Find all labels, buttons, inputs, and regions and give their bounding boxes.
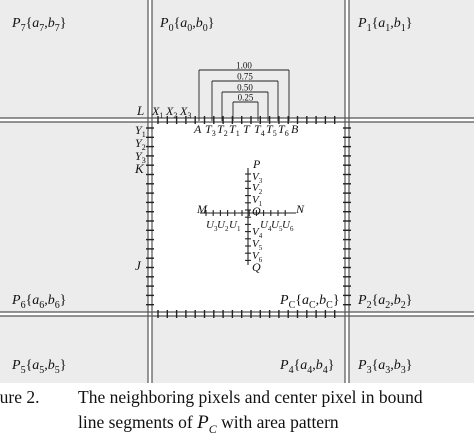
point-N: N xyxy=(295,202,305,216)
cell-p5-bg xyxy=(0,316,148,383)
point-u-right-1: U5 xyxy=(271,219,283,233)
point-v-upper-1: V2 xyxy=(252,182,263,196)
caption-text-1: The neighboring pixels and center pixel … xyxy=(78,387,423,407)
point-y3: Y3 xyxy=(135,149,146,165)
point-row-3: T1 xyxy=(229,122,240,138)
grid-lines xyxy=(0,0,474,383)
point-u-left-1: U2 xyxy=(217,219,229,233)
cell-p0-bg xyxy=(152,0,345,118)
cell-p7-bg xyxy=(0,0,148,118)
caption-text-2: line segments of xyxy=(78,412,193,432)
cell-p6-bg xyxy=(0,122,148,312)
pixel-label-p3: P3{a3,b3} xyxy=(357,358,413,376)
point-u-left-2: U1 xyxy=(229,219,241,233)
caption-figure-number: igure 2. xyxy=(0,387,40,407)
point-x1: X1 xyxy=(151,104,163,120)
cell-p2-bg xyxy=(349,122,474,312)
point-row-2: T2 xyxy=(217,122,228,138)
point-y2: Y2 xyxy=(135,136,146,152)
point-v-lower-0: V4 xyxy=(252,226,263,240)
dimension-label: 0.50 xyxy=(237,83,253,93)
cell-p1-bg xyxy=(349,0,474,118)
center-cross xyxy=(200,168,296,265)
pixel-label-p6: P6{a6,b6} xyxy=(11,293,67,311)
point-v-lower-2: V6 xyxy=(252,250,263,264)
caption-line-2: line segments of PC with area pattern xyxy=(78,412,339,437)
point-row-0: A xyxy=(193,122,202,136)
point-row-5: T4 xyxy=(254,122,265,138)
point-v-upper-0: V3 xyxy=(252,171,263,185)
dimension-brackets: 1.000.750.500.25 xyxy=(198,61,290,121)
point-row-7: T6 xyxy=(278,122,289,138)
point-v-upper-2: V1 xyxy=(252,194,263,208)
pixel-label-p2: P2{a2,b2} xyxy=(357,293,413,311)
point-row-8: B xyxy=(291,122,299,136)
point-u-left-0: U3 xyxy=(206,219,218,233)
boundary-ticks xyxy=(146,116,351,318)
point-row-1: T3 xyxy=(205,122,216,138)
dimension-label: 1.00 xyxy=(236,61,252,71)
pixel-label-p7: P7{a7,b7} xyxy=(11,16,67,34)
pixel-label-pc: PC{aC,bC} xyxy=(279,293,340,311)
pixel-label-p0: P0{a0,b0} xyxy=(159,16,215,34)
point-row-6: T5 xyxy=(266,122,277,138)
point-L: L xyxy=(136,103,144,118)
cell-p3-bg xyxy=(349,316,474,383)
point-y1: Y1 xyxy=(135,123,146,139)
figure-caption: igure 2. The neighboring pixels and cente… xyxy=(0,383,474,440)
pixel-label-p1: P1{a1,b1} xyxy=(357,16,413,34)
point-Q: Q xyxy=(252,260,261,274)
cell-p4-bg xyxy=(152,316,345,383)
point-u-right-0: U4 xyxy=(260,219,272,233)
dimension-label: 0.25 xyxy=(238,93,254,103)
point-x3: X3 xyxy=(179,104,191,120)
pixel-label-p4: P4{a4,b4} xyxy=(279,358,335,376)
point-u-right-2: U6 xyxy=(282,219,294,233)
caption-symbol: PC xyxy=(197,412,217,436)
point-K: K xyxy=(134,161,145,176)
caption-text-3: with area pattern xyxy=(221,412,339,432)
point-O: O xyxy=(252,204,261,218)
pixel-label-p5: P5{a5,b5} xyxy=(11,358,67,376)
point-M: M xyxy=(196,202,208,216)
dimension-label: 0.75 xyxy=(237,72,253,82)
point-row-4: T xyxy=(243,122,251,136)
point-x2: X2 xyxy=(165,104,177,120)
cross-ticks xyxy=(205,173,286,261)
caption-line-1: igure 2. The neighboring pixels and cente… xyxy=(0,387,423,408)
point-v-lower-1: V5 xyxy=(252,238,263,252)
point-J: J xyxy=(135,258,142,273)
point-P: P xyxy=(252,157,261,171)
pixel-labels: P7{a7,b7} P0{a0,b0} P1{a1,b1} P6{a6,b6} PC{a… xyxy=(11,16,413,376)
